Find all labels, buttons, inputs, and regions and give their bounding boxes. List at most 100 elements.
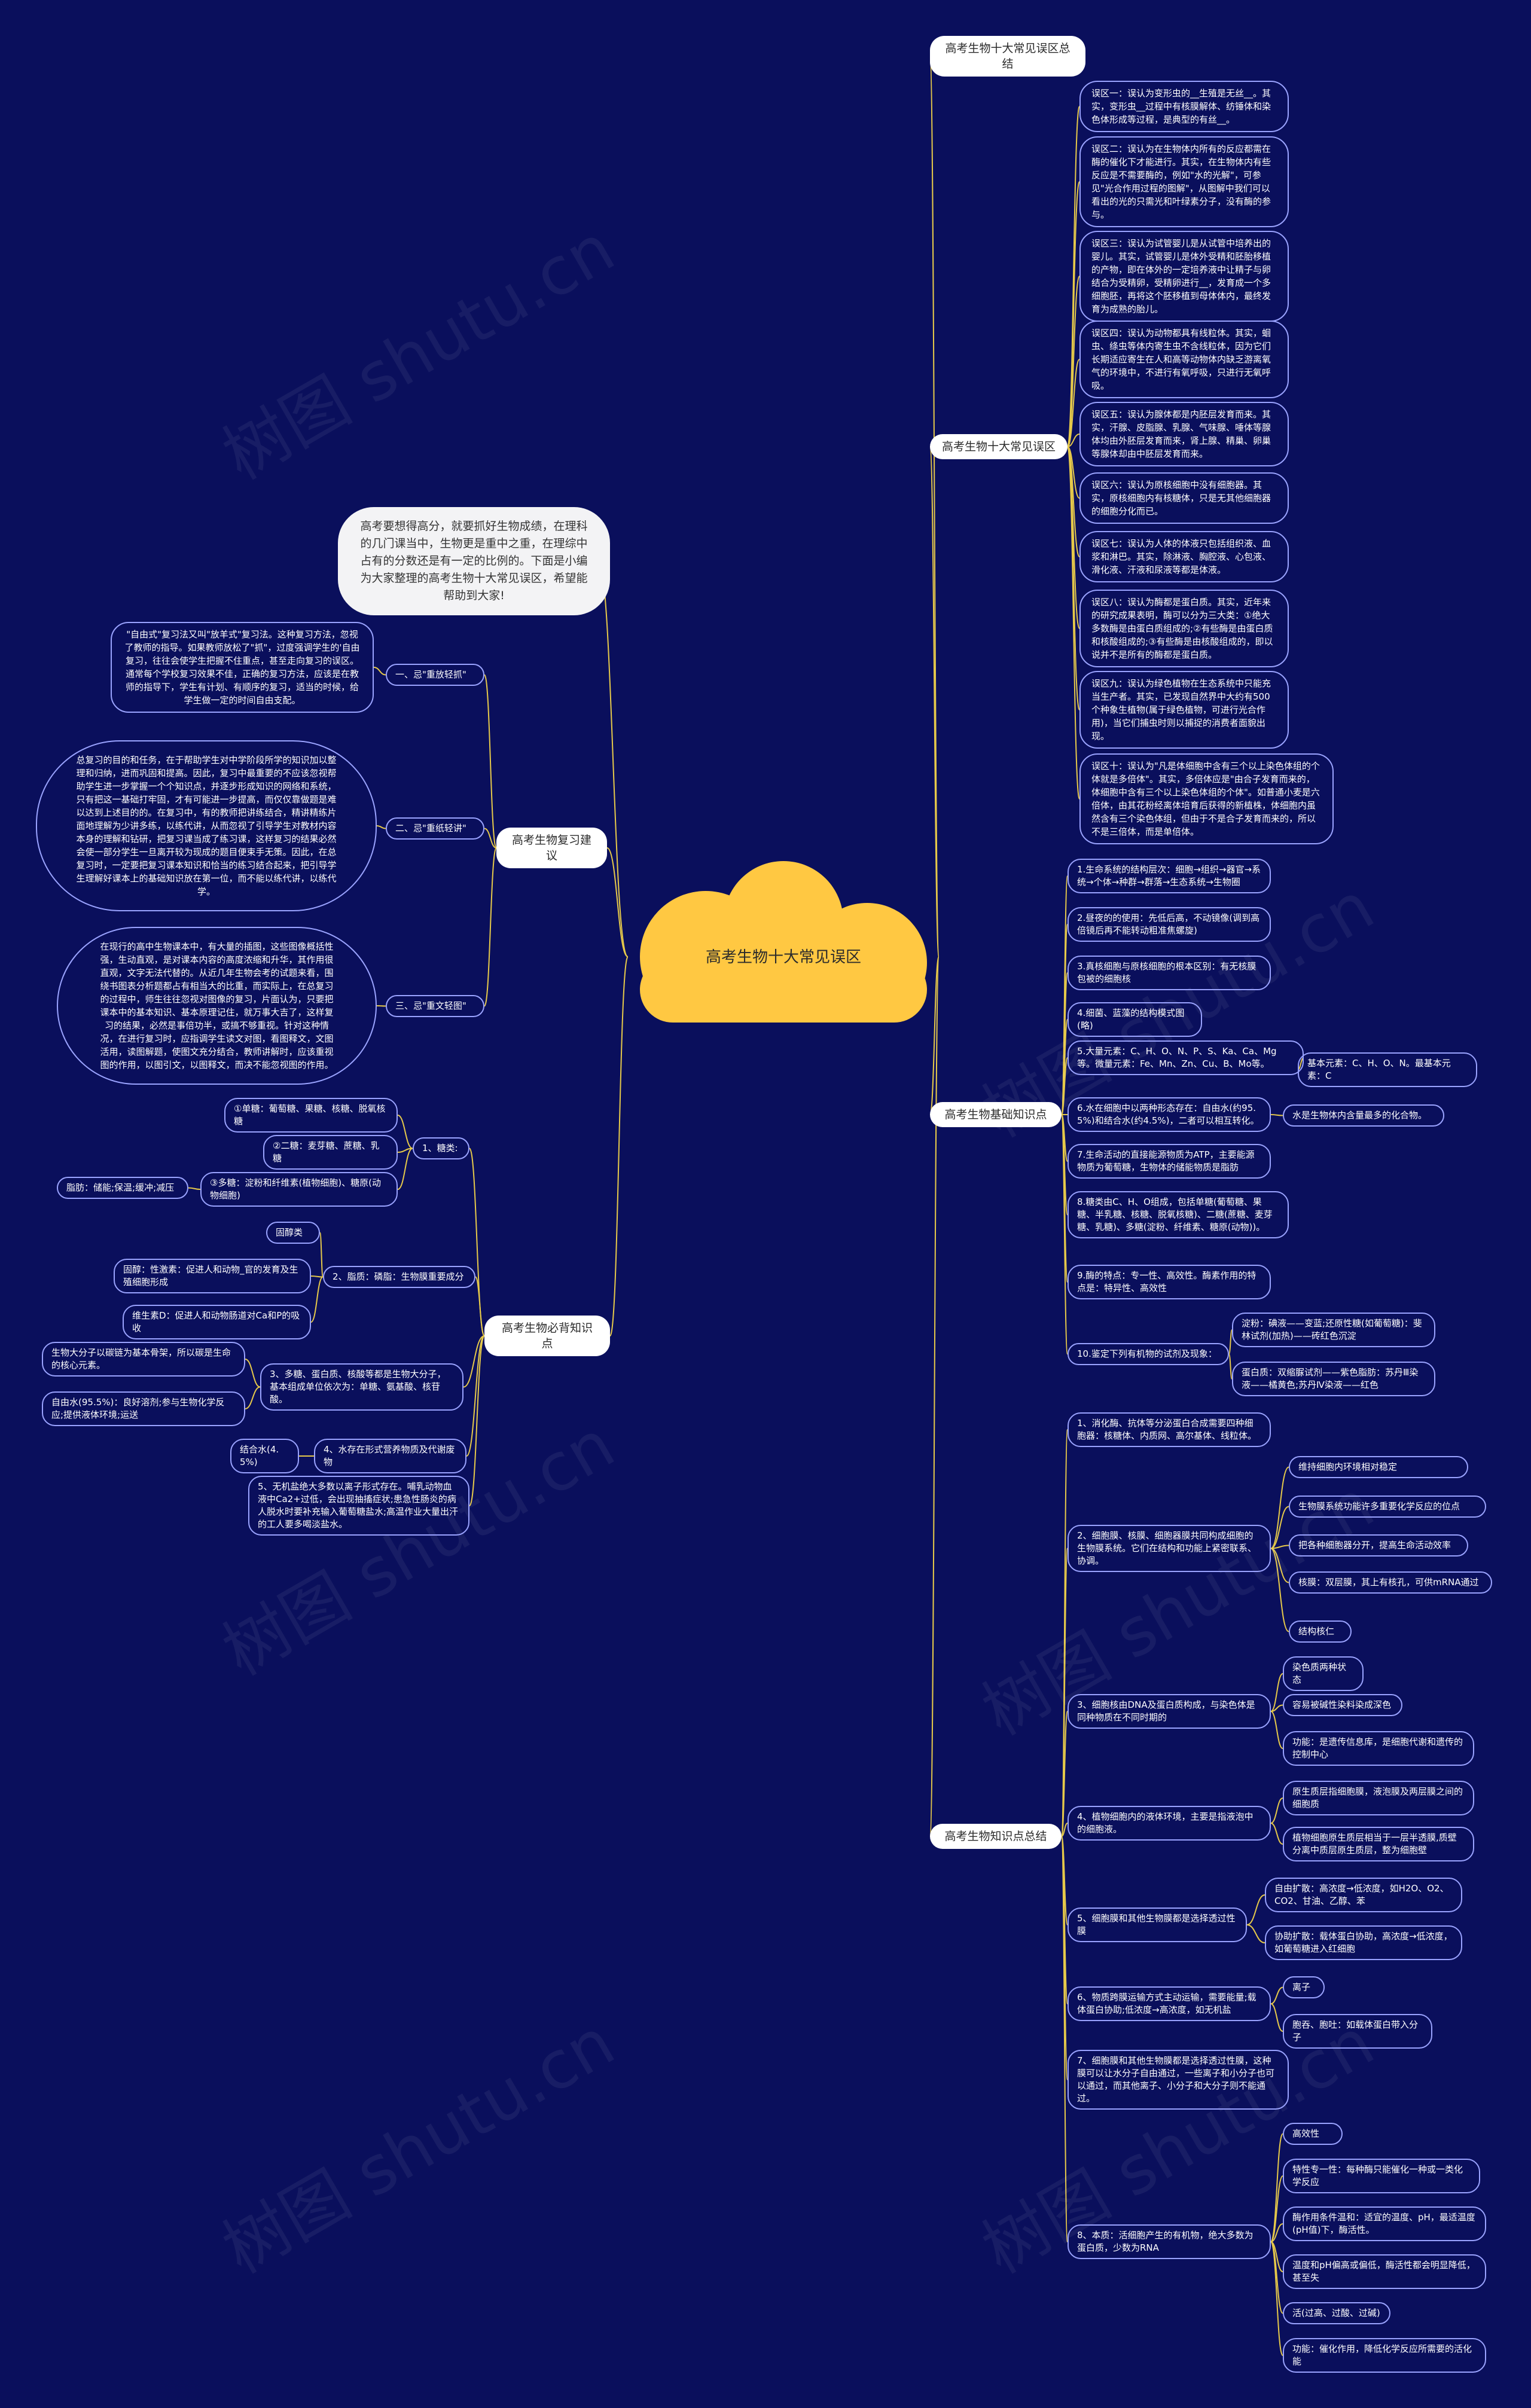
points-subitem[interactable]: 协助扩散：载体蛋白协助，高浓度→低浓度，如葡萄糖进入红细胞 <box>1265 1925 1462 1960</box>
essentials-subitem[interactable]: 固醇类 <box>266 1222 320 1244</box>
essentials-item[interactable]: 2、脂质：磷脂：生物膜重要成分 <box>323 1266 475 1288</box>
connector-line <box>469 1147 485 1336</box>
points-subitem[interactable]: 温度和pH偏高或偏低，酶活性都会明显降低，甚至失 <box>1283 2254 1486 2289</box>
connector-line <box>475 1276 485 1336</box>
misconception-item[interactable]: 误区九：误认为绿色植物在生态系统中只能充当生产者。其实，已发现自然界中大约有50… <box>1079 671 1289 749</box>
points-subitem[interactable]: 容易被碱性染料染成深色 <box>1283 1694 1402 1716</box>
connector-line <box>1228 1329 1233 1355</box>
points-subitem[interactable]: 功能：是遗传信息库，是细胞代谢和遗传的控制中心 <box>1283 1731 1474 1766</box>
connector-line <box>1270 1797 1283 1824</box>
points-item[interactable]: 6、物质跨膜运输方式主动运输，需要能量;载体蛋白协助;低浓度→高浓度，如无机盐 <box>1068 1986 1271 2021</box>
points-subitem[interactable]: 生物膜系统功能许多重要化学反应的位点 <box>1289 1496 1486 1518</box>
basics-item[interactable]: 6.水在细胞中以两种形态存在：自由水(约95.5%)和结合水(约4.5%)，二者… <box>1068 1097 1271 1132</box>
points-subitem[interactable]: 胞吞、胞吐：如载体蛋白带入分子 <box>1283 2014 1432 2049</box>
essentials-subitem[interactable]: 固醇：性激素：促进人和动物_官的发育及生殖细胞形成 <box>114 1259 311 1293</box>
essentials-extra[interactable]: 脂肪：储能;保温;缓冲;减压 <box>57 1177 188 1199</box>
essentials-subitem[interactable]: 维生素D：促进人和动物肠道对Ca和P的吸收 <box>123 1305 311 1339</box>
misconception-item[interactable]: 误区十：误认为"凡是体细胞中含有三个以上染色体组的个体就是多倍体"。其实，多倍体… <box>1079 753 1334 844</box>
root-topic[interactable]: 高考生物十大常见误区 <box>705 948 861 966</box>
connector-line <box>606 847 629 957</box>
basics-item[interactable]: 10.鉴定下列有机物的试剂及现象： <box>1068 1343 1229 1365</box>
basics-subitem[interactable]: 蛋白质：双缩脲试剂——紫色脂肪：苏丹Ⅲ染液——橘黄色;苏丹Ⅳ染液——红色 <box>1232 1362 1435 1396</box>
connector-line <box>1270 1548 1289 1632</box>
connector-line <box>463 1335 485 1388</box>
basics-item[interactable]: 4.细菌、蓝藻的结构模式图(略) <box>1068 1002 1202 1037</box>
essentials-subitem[interactable]: ①单糖：葡萄糖、果糖、核糖、脱氧核糖 <box>224 1098 398 1133</box>
branch-review[interactable]: 高考生物复习建议 <box>496 828 607 868</box>
points-item[interactable]: 5、细胞膜和其他生物膜都是选择透过性膜 <box>1068 1908 1247 1942</box>
connector-line <box>1061 1711 1068 1837</box>
misconception-item[interactable]: 误区一：误认为变形虫的__生殖是无丝__。其实，变形虫__过程中有核膜解体、纺锤… <box>1079 81 1289 132</box>
points-subitem[interactable]: 功能：催化作用，降低化学反应所需要的活化能 <box>1283 2338 1486 2373</box>
review-label[interactable]: 三、忌"重文轻图" <box>386 995 484 1017</box>
points-subitem[interactable]: 植物细胞原生质层相当于一层半透膜,质壁分离中质层原生质层，整为细胞壁 <box>1283 1827 1474 1861</box>
points-item[interactable]: 4、植物细胞内的液体环境，主要是指液泡中的细胞液。 <box>1068 1806 1271 1841</box>
misconception-item[interactable]: 误区三：误认为试管婴儿是从试管中培养出的婴儿。其实，试管婴儿是体外受精和胚胎移植… <box>1079 231 1289 322</box>
connector-line <box>1061 1114 1068 1355</box>
points-item[interactable]: 7、细胞膜和其他生物膜都是选择透过性膜，这种膜可以让水分子自由通过，一些离子和小… <box>1068 2050 1289 2110</box>
connector-line <box>1067 359 1080 447</box>
points-item[interactable]: 8、本质：活细胞产生的有机物，绝大多数为蛋白质，少数为RNA <box>1068 2224 1271 2259</box>
basics-item[interactable]: 8.糖类由C、H、O组成，包括单糖(葡萄糖、果糖、半乳糖、核糖、脱氧核糖)、二糖… <box>1068 1191 1289 1238</box>
points-subitem[interactable]: 自由扩散：高浓度→低浓度，如H2O、O2、CO2、甘油、乙醇、苯 <box>1265 1878 1462 1912</box>
connector-line <box>1270 2175 1283 2242</box>
branch-basics[interactable]: 高考生物基础知识点 <box>930 1102 1062 1127</box>
basics-item[interactable]: 1.生命系统的结构层次：细胞→组织→器官→系统→个体→种群→群落→生态系统→生物… <box>1068 859 1271 893</box>
basics-item[interactable]: 3.真核细胞与原核细胞的根本区别：有无核膜包被的细胞核 <box>1068 956 1271 990</box>
connector-line <box>1270 1986 1283 2004</box>
essentials-item[interactable]: 1、糖类: <box>413 1137 469 1159</box>
root-cloud-shape <box>640 861 927 1023</box>
points-subitem[interactable]: 特性专一性：每种酶只能催化一种或一类化学反应 <box>1283 2159 1480 2193</box>
points-subitem[interactable]: 结构核仁 <box>1289 1620 1352 1643</box>
essentials-item[interactable]: 5、无机盐绝大多数以离子形式存在。哺乳动物血液中Ca2+过低，会出现抽搐症状;患… <box>248 1476 469 1536</box>
misconception-item[interactable]: 误区七：误认为人体的体液只包括组织液、血浆和淋巴。其实，除淋液、胸腔液、心包液、… <box>1079 531 1289 582</box>
points-subitem[interactable]: 核膜：双层膜，其上有核孔，可供mRNA通过 <box>1289 1571 1492 1594</box>
essentials-subitem[interactable]: ③多糖：淀粉和纤维素(植物细胞)、糖原(动物细胞) <box>200 1172 398 1207</box>
connector-line <box>1228 1353 1233 1380</box>
review-text[interactable]: 总复习的目的和任务，在于帮助学生对中学阶段所学的知识加以整理和归纳，进而巩固和提… <box>36 740 377 911</box>
connector-line <box>310 1275 324 1278</box>
essentials-subitem[interactable]: 自由水(95.5%)：良好溶剂;参与生物化学反应;提供液体环境;运送 <box>42 1391 245 1426</box>
points-item[interactable]: 1、消化酶、抗体等分泌蛋白合成需要四种细胞器：核糖体、内质网、高尔基体、线粒体。 <box>1068 1412 1271 1447</box>
connector-line <box>484 828 497 849</box>
connector-line <box>929 56 940 957</box>
essentials-subitem[interactable]: 生物大分子以碳链为基本骨架，所以碳是生命的核心元素。 <box>42 1342 245 1377</box>
misconception-item[interactable]: 误区二：误认为在生物体内所有的反应都需在酶的催化下才能进行。其实，在生物体内有些… <box>1079 136 1289 227</box>
points-item[interactable]: 2、细胞膜、核膜、细胞器膜共同构成细胞的生物膜系统。它们在结构和功能上紧密联系、… <box>1068 1525 1271 1572</box>
basics-item[interactable]: 9.酶的特点：专一性、高效性。酶素作用的特点是：特异性、高效性 <box>1068 1265 1271 1299</box>
misconception-item[interactable]: 误区四：误认为动物都具有线粒体。其实，蛔虫、绦虫等体内寄生虫不含线粒体，因为它们… <box>1079 321 1289 398</box>
points-subitem[interactable]: 活(过高、过酸、过碱) <box>1283 2302 1390 2324</box>
points-item[interactable]: 3、细胞核由DNA及蛋白质构成，与染色体是同种物质在不同时期的 <box>1068 1694 1271 1729</box>
connector-line <box>373 667 386 676</box>
review-label[interactable]: 一、忌"重放轻抓" <box>386 664 484 686</box>
essentials-subitem[interactable]: ②二糖：麦芽糖、蔗糖、乳糖 <box>263 1135 398 1170</box>
misconception-item[interactable]: 误区六：误认为原核细胞中没有细胞器。其实，原核细胞内有核糖体，只是无其他细胞器的… <box>1079 472 1289 524</box>
basics-item[interactable]: 7.生命活动的直接能源物质为ATP，主要能源物质为葡萄糖，生物体的储能物质是脂肪 <box>1068 1144 1271 1179</box>
misconception-item[interactable]: 误区五：误认为腺体都是内胚层发育而来。其实，汗腺、皮脂腺、乳腺、气味腺、唾体等腺… <box>1079 402 1289 466</box>
points-subitem[interactable]: 染色质两种状态 <box>1283 1656 1364 1691</box>
review-label[interactable]: 二、忌"重纸轻讲" <box>386 817 484 840</box>
branch-misconceptions[interactable]: 高考生物十大常见误区 <box>930 434 1068 459</box>
basics-item[interactable]: 2.昼夜的的使用：先低后高，不动镜像(调到高倍镜后再不能转动粗准焦螺旋) <box>1068 907 1271 942</box>
branch-summary[interactable]: 高考生物十大常见误区总结 <box>930 36 1085 77</box>
connector-line <box>1246 1924 1265 1943</box>
branch-essentials[interactable]: 高考生物必背知识点 <box>484 1316 610 1356</box>
essentials-subitem[interactable]: 结合水(4.5%) <box>230 1439 299 1473</box>
points-subitem[interactable]: 维持细胞内环境相对稳定 <box>1289 1456 1468 1478</box>
basics-subitem[interactable]: 水是生物体内含量最多的化合物。 <box>1283 1104 1444 1127</box>
review-text[interactable]: "自由式"复习法又叫"放羊式"复习法。这种复习方法，忽视了教师的指导。如果教师放… <box>111 622 374 713</box>
basics-subitem[interactable]: 淀粉：碘液——变蓝;还原性糖(如葡萄糖)：斐林试剂(加热)——砖红色沉淀 <box>1232 1313 1435 1347</box>
review-text[interactable]: 在现行的高中生物课本中，有大量的插图，这些图像概括性强，生动直观，是对课本内容的… <box>57 927 377 1085</box>
basics-subitem[interactable]: 基本元素：C、H、O、N。最基本元素：C <box>1298 1052 1477 1087</box>
essentials-item[interactable]: 4、水存在形式营养物质及代谢废物 <box>314 1439 466 1473</box>
connector-line <box>397 1115 413 1149</box>
points-subitem[interactable]: 酶作用条件温和：适宜的温度、pH，最适温度(pH值)下，酶活性。 <box>1283 2206 1486 2241</box>
branch-points[interactable]: 高考生物知识点总结 <box>930 1824 1062 1849</box>
basics-item[interactable]: 5.大量元素：C、H、O、N、P、S、Ka、Ca、Mg等。微量元素：Fe、Mn、… <box>1068 1040 1304 1075</box>
points-subitem[interactable]: 高效性 <box>1283 2123 1343 2145</box>
misconception-item[interactable]: 误区八：误认为酶都是蛋白质。其实，近年来的研究成果表明，酶可以分为三大类：①绝大… <box>1079 590 1289 667</box>
points-subitem[interactable]: 把各种细胞器分开，提高生命活动效率 <box>1289 1534 1468 1556</box>
points-subitem[interactable]: 离子 <box>1283 1976 1325 1998</box>
points-subitem[interactable]: 原生质层指细胞膜，液泡膜及两层膜之间的细胞质 <box>1283 1781 1474 1815</box>
essentials-item[interactable]: 3、多糖、蛋白质、核酸等都是生物大分子，基本组成单位依次为：单糖、氨基酸、核苷酸… <box>260 1363 463 1411</box>
